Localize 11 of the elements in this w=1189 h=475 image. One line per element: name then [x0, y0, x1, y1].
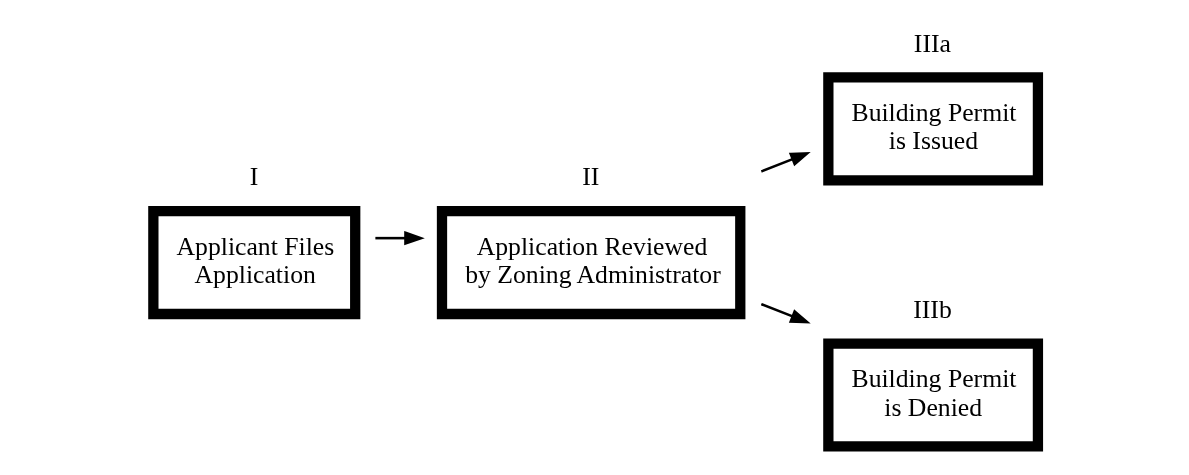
node-label: IIIb — [912, 294, 952, 324]
node-box: Building Permit is Issued — [822, 72, 1043, 186]
node-box: Building Permit is Denied — [822, 338, 1043, 452]
arrow — [760, 152, 811, 173]
node-box: Application Reviewed by Zoning Administrator — [436, 206, 745, 320]
node-label: I — [249, 162, 258, 192]
node-box: Applicant Files Application — [147, 206, 360, 320]
arrow — [374, 230, 425, 246]
arrow — [760, 302, 811, 324]
node-label: II — [581, 162, 599, 192]
node-label: IIIa — [913, 28, 951, 58]
